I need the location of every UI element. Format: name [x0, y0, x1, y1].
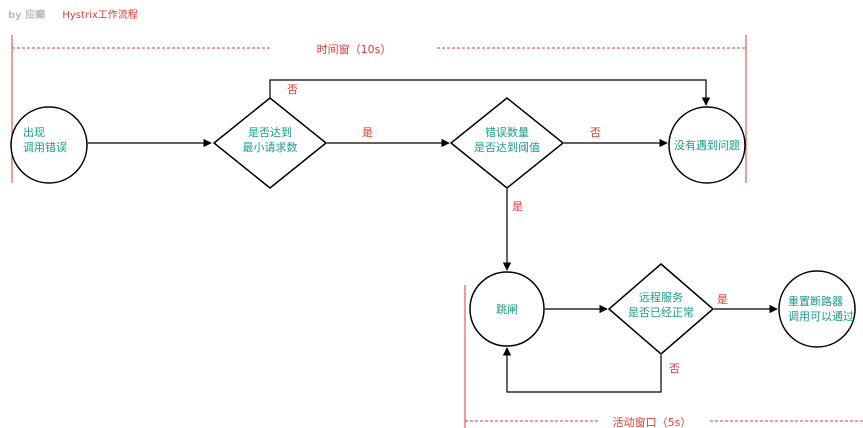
trip-label: 跳闸 [496, 302, 518, 316]
reset-node [778, 270, 856, 348]
edge-label-no-3: 否 [669, 362, 680, 375]
edge-remote-back-to-trip [502, 347, 662, 393]
no-problem-node [668, 106, 746, 184]
threshold-decision [449, 97, 565, 189]
edge-label-yes-1: 是 [362, 126, 373, 139]
remote-ok-line-1: 远程服务 [639, 291, 683, 304]
edge-label-yes-2: 是 [512, 200, 523, 213]
time-window-label: 时间窗（10s） [317, 42, 392, 56]
remote-ok-line-2: 是否已经正常 [628, 306, 694, 319]
edge-min-to-noproblem [269, 79, 711, 106]
error-node-line-1: 出现 [23, 125, 45, 139]
threshold-line-2: 是否达到阈值 [474, 140, 540, 154]
error-node-line-2: 调用错误 [23, 140, 67, 154]
threshold-line-1: 错误数量 [485, 125, 529, 139]
remote-ok-decision [607, 263, 715, 355]
reset-line-1: 重置断路器 [788, 294, 843, 308]
no-problem-label: 没有遇到问题 [674, 138, 740, 152]
active-window-label: 活动窗口（5s） [613, 415, 692, 428]
edge-label-yes-3: 是 [717, 293, 728, 306]
author-label: by 应癫 [8, 10, 46, 21]
min-requests-decision [212, 97, 328, 189]
header: by 应癫 Hystrix工作流程 [8, 6, 138, 21]
edge-label-no-1: 否 [590, 126, 601, 139]
diagram-title: Hystrix工作流程 [62, 10, 138, 21]
min-requests-line-1: 是否达到 [248, 126, 292, 139]
min-requests-line-2: 最小请求数 [243, 141, 298, 154]
error-node [10, 106, 88, 184]
reset-line-2: 调用可以通过 [788, 310, 854, 323]
trip-node [469, 271, 545, 347]
edge-label-top-no: 否 [287, 83, 298, 96]
